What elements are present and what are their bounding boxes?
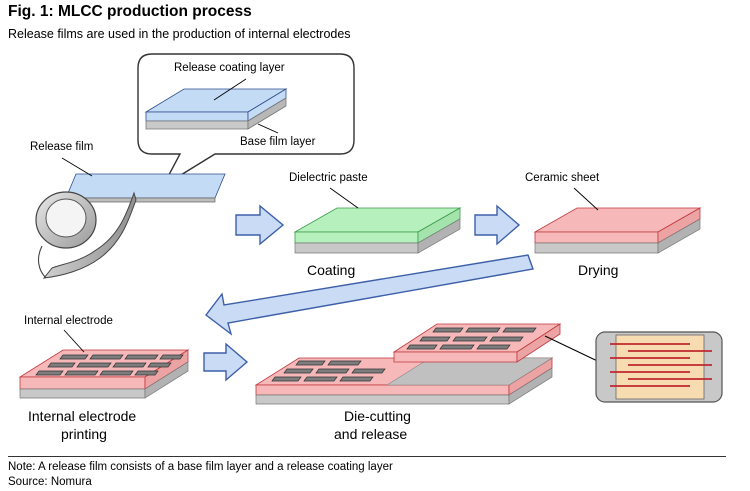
lifted-electrode-pads — [406, 327, 537, 350]
callout-film-layers — [144, 88, 288, 130]
ceramic-sheet-label: Ceramic sheet — [525, 172, 600, 184]
footer-note: Note: A release film consists of a base … — [8, 461, 393, 473]
remaining-electrode-pads — [271, 360, 386, 382]
drying-slab — [533, 207, 702, 254]
coating-stage-label: Coating — [307, 262, 355, 278]
process-arrow-1 — [235, 204, 285, 246]
dielectric-paste-label: Dielectric paste — [289, 172, 368, 184]
footer-source: Source: Nomura — [8, 476, 92, 488]
internal-electrode-layers — [610, 343, 712, 387]
callout-bubble: Release coating layer Base film layer — [137, 53, 355, 188]
printing-slab — [18, 349, 190, 399]
release-film-label: Release film — [30, 141, 93, 153]
printing-stage-label-line2: printing — [61, 426, 107, 442]
internal-electrode-label: Internal electrode — [24, 315, 113, 327]
diecut-stage-label-line1: Die-cutting — [344, 408, 411, 424]
figure-title: Fig. 1: MLCC production process — [8, 3, 252, 20]
electrode-pads — [35, 354, 184, 376]
footer-divider — [8, 456, 726, 457]
diecut-stage-label-line2: and release — [334, 426, 407, 442]
callout-bottom-leader — [257, 123, 279, 134]
process-arrow-2 — [474, 204, 521, 246]
release-film-roll: Release film — [30, 141, 226, 279]
process-arrow-3 — [203, 342, 249, 382]
base-film-layer-label: Base film layer — [240, 136, 316, 148]
release-coating-layer-label: Release coating layer — [174, 62, 285, 74]
drying-stage-label: Drying — [578, 262, 618, 278]
lifted-sheet — [392, 323, 562, 363]
coating-slab — [293, 207, 462, 254]
process-return-arrow — [205, 254, 534, 336]
diecut-base-slab — [254, 357, 554, 405]
mlcc-chip — [595, 331, 723, 403]
callout-top-leader — [213, 78, 247, 101]
figure-subtitle: Release films are used in the production… — [8, 27, 351, 41]
printing-stage-label-line1: Internal electrode — [28, 408, 136, 424]
